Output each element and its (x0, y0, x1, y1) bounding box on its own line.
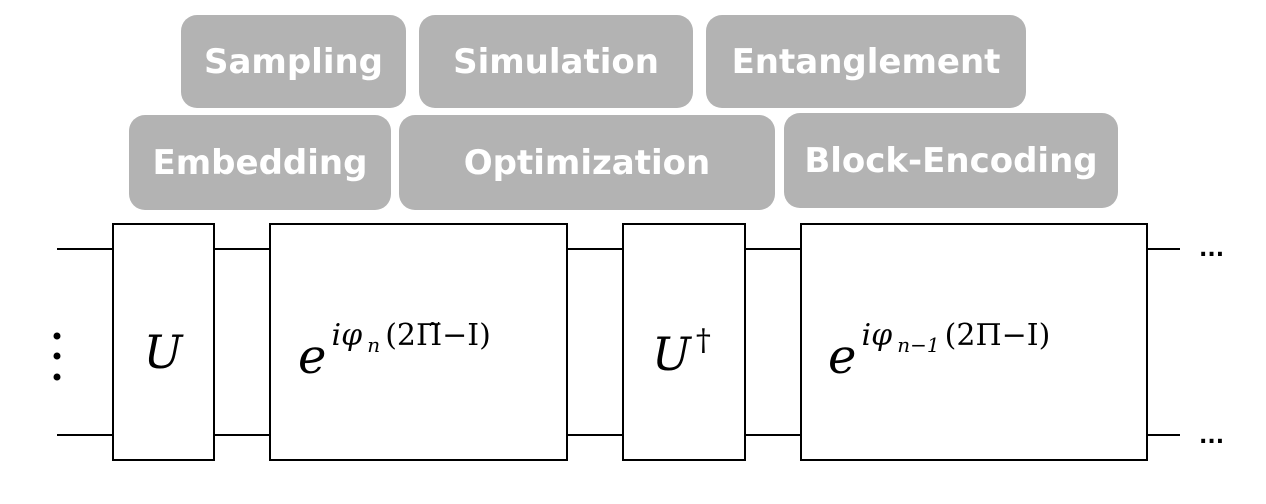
gate-phase-n-minus-1-label: e iφ n−1 (2Π−I) (828, 318, 1050, 385)
tag-embedding: Embedding (129, 115, 391, 210)
tag-embedding-label: Embedding (152, 142, 368, 183)
continuation-bottom-label: ... (1199, 424, 1224, 449)
continuation-top-label: ... (1199, 237, 1224, 262)
tag-block-encoding-label: Block-Encoding (804, 140, 1098, 181)
gate-phase-n-box (269, 223, 568, 461)
gate-u-dagger-box (622, 223, 746, 461)
tag-simulation-label: Simulation (453, 41, 659, 82)
tag-sampling-label: Sampling (203, 41, 384, 82)
tag-entanglement-label: Entanglement (731, 41, 1001, 82)
gate-u-label: U (144, 325, 185, 379)
tag-optimization: Optimization (399, 115, 775, 210)
tag-block-encoding: Block-Encoding (784, 113, 1118, 208)
tag-entanglement: Entanglement (706, 15, 1026, 108)
tag-sampling: Sampling (181, 15, 406, 108)
tag-simulation: Simulation (419, 15, 693, 108)
gate-phase-n-minus-1-box (800, 223, 1148, 461)
gate-phase-n-label: e iφ n (2Π̃−I) (298, 318, 491, 385)
tag-optimization-label: Optimization (463, 142, 711, 183)
vertical-ellipsis-icon (53, 332, 61, 381)
gate-u-dagger-label: U † (652, 323, 711, 381)
gate-u-box (112, 223, 215, 461)
